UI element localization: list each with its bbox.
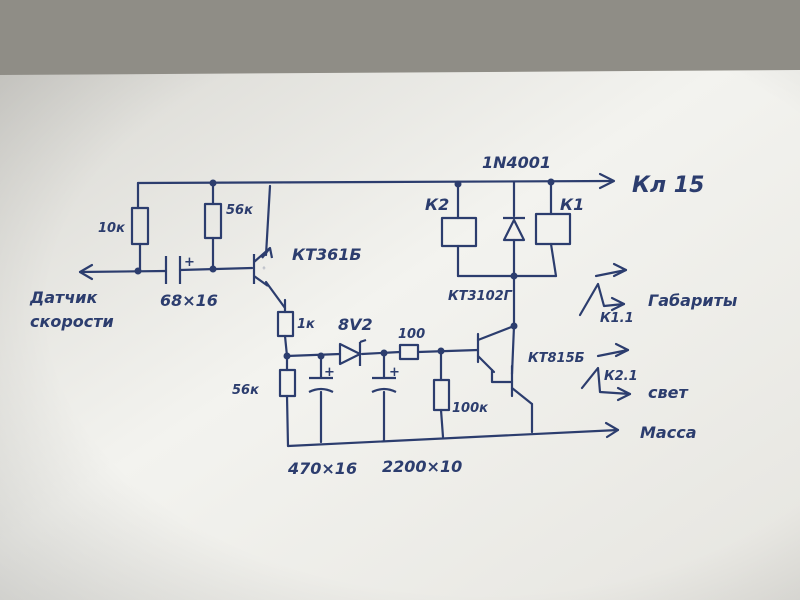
junction-dot	[283, 352, 291, 360]
label-r-10k: 10к	[98, 221, 126, 236]
r56k-low-bottom-wire	[285, 394, 290, 448]
junction-dot	[437, 347, 445, 355]
junction-dot	[510, 272, 518, 280]
resistor-10k	[130, 206, 150, 246]
q3-emitter-wire	[510, 386, 534, 406]
label-sensor-line1: Датчик	[29, 288, 99, 307]
label-r-100: 100	[398, 327, 425, 342]
junction-dot	[454, 180, 462, 188]
k2-1-arrow	[614, 342, 630, 358]
label-cap-input: 68×16	[160, 291, 218, 310]
junction-dot	[134, 267, 142, 275]
k1-1-out-arrow	[610, 296, 626, 312]
label-transistor-2: КТ815Б	[528, 351, 585, 366]
resistor-56k-top	[203, 202, 223, 240]
paper-shadow	[0, 70, 800, 600]
label-supply: Кл 15	[632, 173, 704, 198]
label-diode: 1N4001	[482, 153, 551, 172]
label-ground: Масса	[640, 423, 696, 442]
resistor-56k-low	[278, 368, 297, 398]
junction-dot	[380, 349, 388, 357]
label-plus-c2200: +	[389, 365, 400, 380]
capacitor-470x16	[308, 376, 334, 393]
label-relay-k2: К2	[425, 195, 449, 214]
junction-dot	[209, 179, 217, 187]
ground-rail-wire	[286, 428, 620, 448]
k1-lower-wire	[549, 242, 558, 278]
capacitor-68x16	[164, 256, 182, 284]
ground-arrow	[604, 421, 620, 439]
label-sensor-line2: скорости	[30, 312, 114, 331]
junction-dot	[547, 178, 555, 186]
label-light: свет	[648, 383, 689, 402]
junction-dot	[209, 265, 217, 273]
sensor-arrow	[78, 263, 94, 281]
relay-coil-k2	[440, 216, 478, 248]
q1-emitter-wire	[264, 184, 272, 257]
label-r-56k: 56к	[226, 203, 254, 218]
capacitor-2200x10	[371, 376, 397, 393]
q1-collector-wire	[264, 280, 287, 310]
junction-dot	[510, 322, 518, 330]
k2-1-out-arrow	[616, 386, 632, 402]
r100k-bottom-wire	[439, 408, 445, 439]
label-parking: Габариты	[648, 291, 738, 310]
label-r-1k: 1к	[297, 317, 316, 332]
k2-1-contact	[580, 348, 632, 396]
resistor-100	[398, 343, 420, 361]
label-transistor-1: КТ3102Г	[448, 289, 513, 304]
resistor-100k	[432, 378, 451, 412]
label-k1-1: К1.1	[600, 311, 634, 326]
resistor-1k	[276, 310, 295, 338]
label-cap-470: 470×16	[287, 459, 357, 478]
q2-collector-wire	[476, 324, 516, 342]
middle-node-wire	[285, 352, 342, 358]
k1-1-arrow	[612, 262, 628, 278]
diode-1n4001	[502, 216, 526, 242]
label-zener: 8V2	[338, 315, 373, 334]
k1-1-contact	[578, 268, 628, 317]
relay-coil-k1	[534, 212, 572, 246]
label-relay-k1: К1	[560, 195, 584, 214]
label-plus-c68: +	[184, 255, 195, 270]
q3-collector-wire	[510, 324, 516, 376]
zener-8v2	[338, 338, 367, 366]
label-r-56k-low: 56к	[232, 383, 260, 398]
label-cap-2200: 2200×10	[382, 457, 462, 476]
transistor-kt361	[252, 246, 274, 287]
top-rail-wire	[136, 179, 614, 185]
label-k2-1: К2.1	[604, 369, 638, 384]
label-transistor-pnp: КТ361Б	[292, 245, 362, 264]
label-r-100k: 100к	[452, 401, 489, 416]
junction-dot	[317, 352, 325, 360]
q2-emitter-down-wire	[490, 368, 514, 384]
label-plus-c470: +	[324, 365, 335, 380]
supply-arrow	[598, 172, 616, 190]
res-to-base-wire	[416, 348, 480, 354]
sensor-input-wire	[78, 269, 168, 274]
